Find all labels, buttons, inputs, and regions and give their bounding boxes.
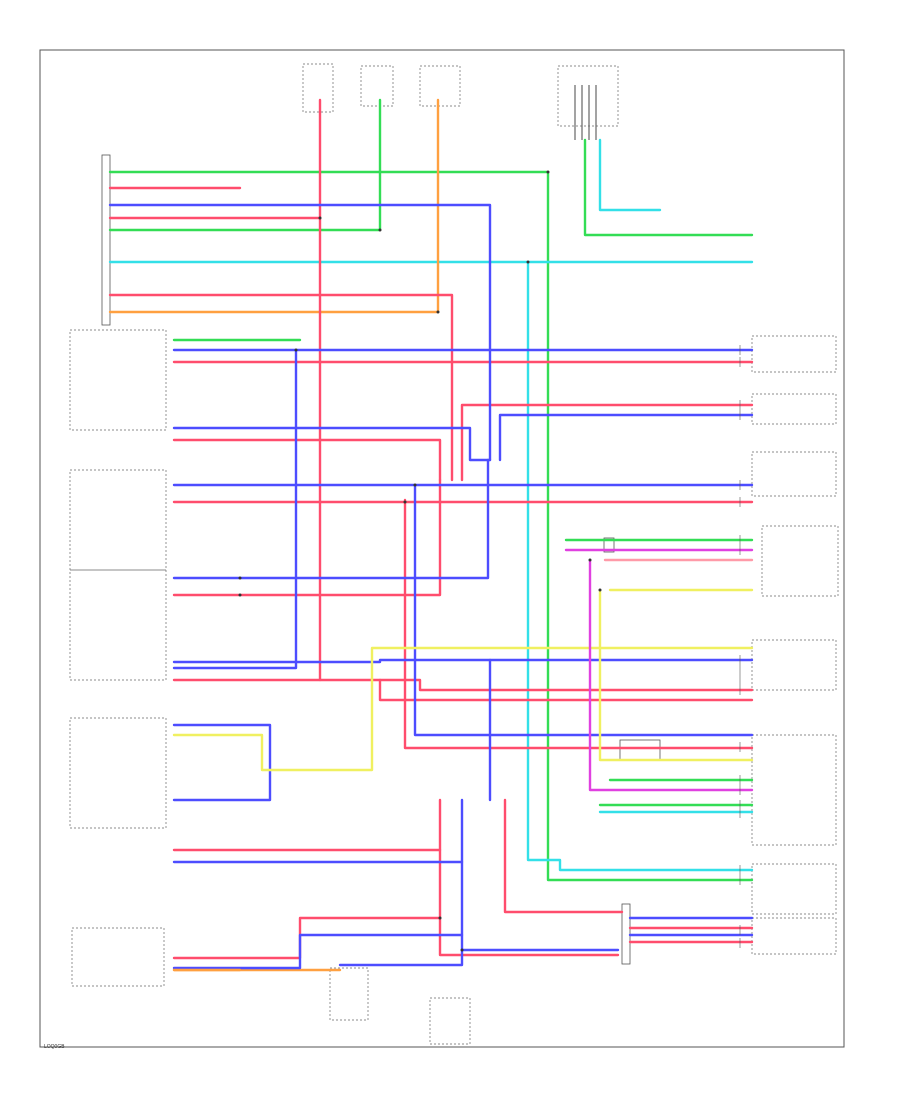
wire-yellow-2 — [598, 588, 754, 762]
wire-magenta-1 — [588, 558, 754, 792]
right-module-box-6 — [751, 734, 837, 846]
wires — [108, 85, 754, 972]
wire-red-13 — [503, 798, 624, 914]
right-module-box-3 — [751, 451, 837, 497]
wire-blue-13 — [172, 933, 464, 970]
wire-blue-9 — [413, 483, 754, 737]
right-module-box-5 — [751, 639, 837, 691]
wire-green-1 — [108, 170, 754, 882]
top-connector-box-4 — [557, 65, 619, 127]
right-module-box-2 — [751, 393, 837, 425]
wire-green-2 — [108, 98, 382, 232]
top-stub-1 — [574, 85, 597, 140]
wire-red-3 — [108, 293, 454, 482]
wire-red-9 — [172, 678, 754, 692]
wire-blue-12 — [338, 798, 464, 967]
wire-red-10 — [403, 498, 754, 750]
left-junction-box — [603, 537, 615, 553]
wire-red-8 — [172, 478, 442, 597]
wire-red-12 — [438, 798, 620, 957]
right-module-box-4 — [761, 525, 839, 597]
right-module-box-7 — [751, 863, 837, 915]
component-boxes — [69, 63, 839, 1045]
left-module-box-3 — [69, 569, 167, 681]
diagram-frame — [39, 49, 845, 1048]
wire-red-17 — [172, 438, 442, 482]
left-module-box-4 — [69, 717, 167, 829]
wire-red-6 — [460, 403, 754, 482]
top-connector-box-2 — [360, 65, 394, 107]
wire-red-14 — [172, 916, 442, 960]
wire-blue-4 — [172, 426, 492, 462]
wire-green-3 — [583, 138, 754, 237]
right-module-box-8 — [751, 917, 837, 955]
wire-yellow-1 — [172, 646, 754, 772]
left-module-box-1 — [69, 329, 167, 431]
wire-blue-7 — [172, 458, 490, 580]
wire-blue-8 — [172, 658, 754, 664]
left-module-box-5 — [71, 927, 165, 987]
bottom-junction-box — [621, 903, 631, 965]
splices — [238, 170, 602, 952]
left-module-box-2 — [69, 469, 167, 571]
wire-red-18 — [378, 678, 754, 702]
footer-code: LOQ0GB — [44, 1044, 65, 1050]
wire-blue-5 — [498, 413, 754, 462]
wire-blue-3 — [172, 348, 298, 670]
bottom-module-box-2 — [429, 997, 471, 1045]
wire-red-2 — [108, 98, 322, 220]
right-module-box-1 — [751, 335, 837, 373]
top-connector-box-3 — [419, 65, 461, 107]
mid-junction-block — [619, 739, 661, 761]
wire-cyan-3 — [598, 138, 662, 212]
wire-blue-10 — [172, 723, 272, 802]
wire-blue-1 — [108, 203, 492, 462]
left-bus-connector — [101, 154, 111, 326]
top-connector-box-1 — [302, 63, 334, 113]
bottom-module-box-1 — [329, 967, 369, 1021]
